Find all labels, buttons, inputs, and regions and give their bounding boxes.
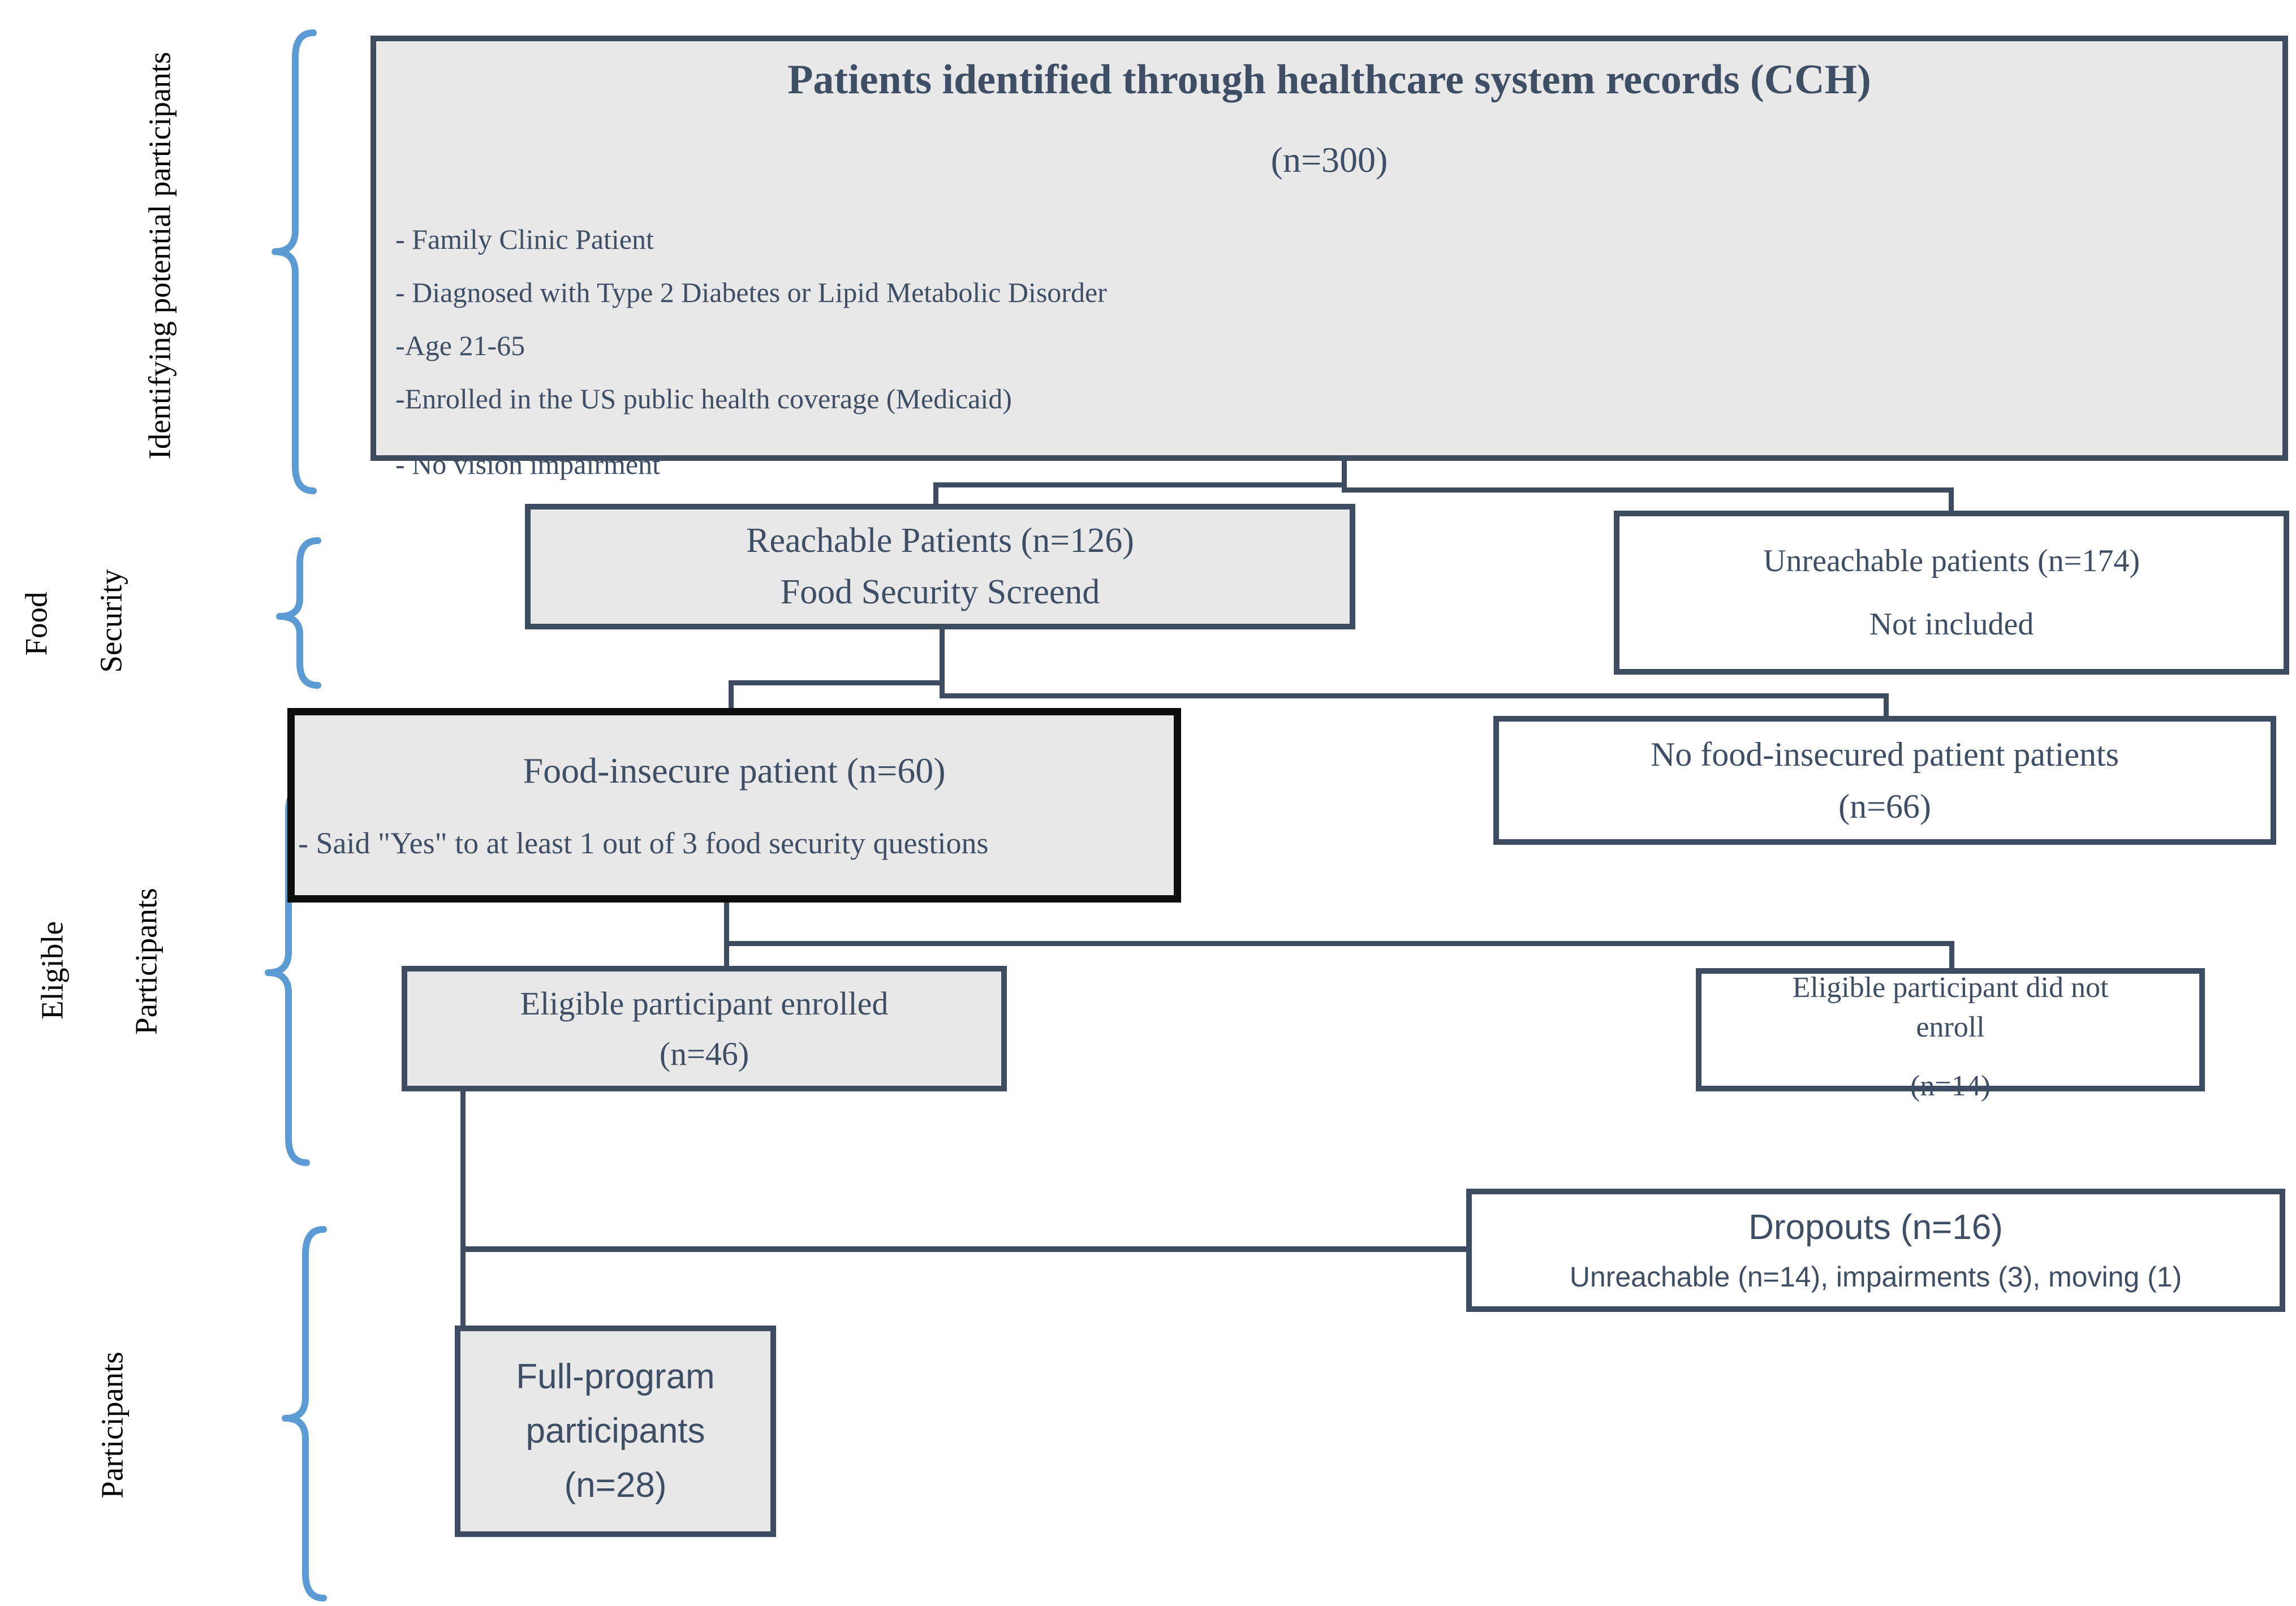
- section-brace-food-security: [276, 537, 321, 689]
- connector-split-horizontal-right: [1342, 487, 1954, 493]
- no-food-insecure-box: No food-insecured patient patients (n=66…: [1493, 716, 2276, 845]
- criterion-diagnosis: - Diagnosed with Type 2 Diabetes or Lipi…: [395, 277, 1107, 308]
- enrolled-line2: (n=46): [659, 1035, 749, 1073]
- dropouts-detail: Unreachable (n=14), impairments (3), mov…: [1569, 1261, 2182, 1293]
- full-program-line2: participants: [525, 1411, 705, 1450]
- no-food-line2: (n=66): [1838, 788, 1931, 825]
- unreachable-line1: Unreachable patients (n=174): [1763, 543, 2140, 579]
- criterion-family-clinic: - Family Clinic Patient: [395, 223, 654, 255]
- reachable-patients-box: Reachable Patients (n=126) Food Security…: [525, 504, 1355, 629]
- section-brace-identifying: [272, 29, 317, 494]
- criterion-vision: - No vision impairment: [395, 448, 660, 480]
- identified-title: Patients identified through healthcare s…: [787, 57, 1871, 103]
- side-label-identifying: Identifying potential participants: [142, 51, 177, 460]
- dropouts-box: Dropouts (n=16) Unreachable (n=14), impa…: [1466, 1189, 2285, 1312]
- side-label-security: Security: [93, 569, 128, 673]
- side-label-eligible: Eligible: [35, 921, 70, 1020]
- full-program-box: Full-program participants (n=28): [455, 1326, 776, 1537]
- connector-reachable-down: [940, 627, 945, 697]
- connector-to-dropouts: [460, 1246, 1472, 1252]
- connector-enrolled-down: [460, 1089, 466, 1330]
- identified-patients-box: Patients identified through healthcare s…: [371, 36, 2288, 480]
- reachable-line1: Reachable Patients (n=126): [746, 521, 1134, 560]
- connector-to-food-insecure: [729, 680, 734, 714]
- connector-top-box-down: [1342, 460, 1347, 490]
- food-insecure-title: Food-insecure patient (n=60): [523, 750, 946, 791]
- no-food-line1: No food-insecured patient patients: [1650, 736, 2120, 773]
- connector-to-not-enrolled: [1949, 941, 1954, 972]
- criterion-age: -Age 21-65: [395, 330, 525, 361]
- enrolled-box: Eligible participant enrolled (n=46): [402, 966, 1007, 1091]
- connector-enroll-horizontal: [724, 941, 1954, 946]
- side-label-participants: Participants: [94, 1352, 130, 1499]
- not-enrolled-line2: enroll: [1916, 1011, 1985, 1043]
- full-program-line1: Full-program: [516, 1357, 715, 1396]
- dropouts-title: Dropouts (n=16): [1748, 1208, 2003, 1247]
- side-label-eligible-participants: Participants: [128, 888, 163, 1035]
- food-insecure-box: Food-insecure patient (n=60) - Said "Yes…: [287, 708, 1181, 903]
- not-enrolled-box: Eligible participant did not enroll (n=1…: [1696, 968, 2205, 1102]
- unreachable-patients-box: Unreachable patients (n=174) Not include…: [1614, 511, 2289, 675]
- criterion-medicaid: -Enrolled in the US public health covera…: [395, 383, 1012, 415]
- reachable-line2: Food Security Screend: [780, 573, 1100, 611]
- connector-screen-horizontal-left: [729, 680, 945, 685]
- unreachable-line2: Not included: [1869, 606, 2034, 642]
- enrolled-line1: Eligible participant enrolled: [520, 985, 889, 1022]
- connector-food-insecure-down: [724, 899, 729, 970]
- food-insecure-note: - Said "Yes" to at least 1 out of 3 food…: [298, 826, 989, 861]
- side-label-food: Food: [19, 592, 54, 656]
- section-brace-participants: [282, 1226, 327, 1601]
- identified-criteria-list: - Family Clinic Patient - Diagnosed with…: [376, 213, 2282, 491]
- connector-to-no-food: [1884, 693, 1889, 722]
- connector-to-reachable: [933, 482, 938, 510]
- connector-split-horizontal-left: [933, 482, 1347, 487]
- connector-screen-horizontal-right: [940, 693, 1889, 698]
- not-enrolled-line3: (n=14): [1910, 1070, 1991, 1102]
- full-program-line3: (n=28): [564, 1466, 667, 1505]
- not-enrolled-line1: Eligible participant did not: [1792, 972, 2109, 1004]
- connector-to-unreachable: [1949, 487, 1954, 516]
- identified-count: (n=300): [1270, 140, 1388, 180]
